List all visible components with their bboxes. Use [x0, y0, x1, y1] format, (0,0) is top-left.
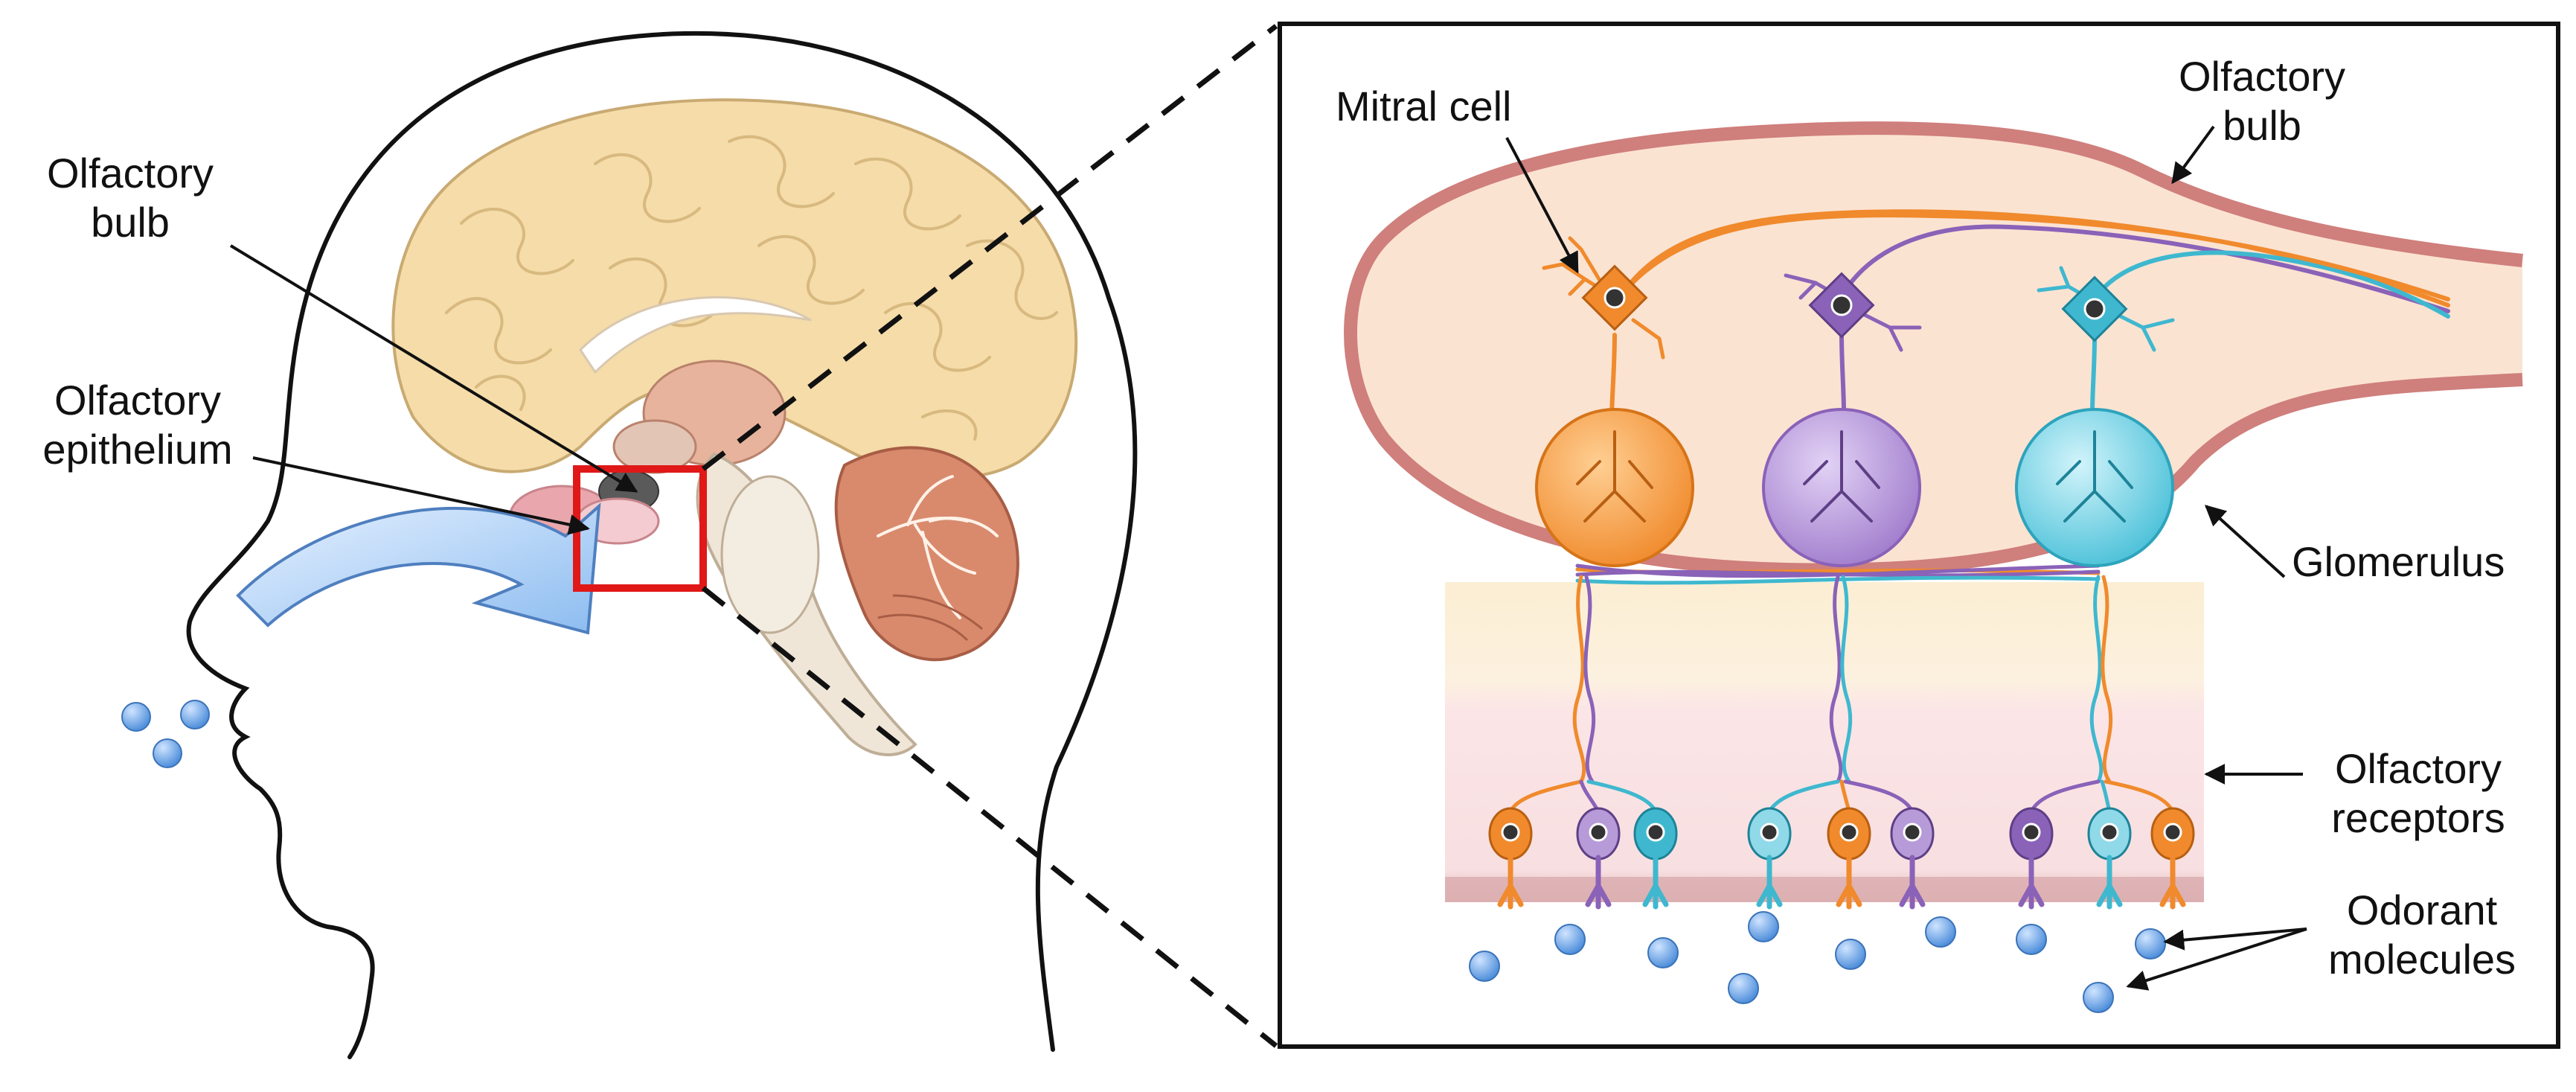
odorant-molecule — [1728, 973, 1759, 1004]
receptor-neuron — [2087, 807, 2132, 910]
olfactory-bulb-right-leader — [2171, 125, 2215, 185]
label-line: bulb — [2223, 102, 2301, 149]
label-line: receptors — [2331, 794, 2505, 841]
glomeruli — [1535, 408, 2174, 567]
mitral-cell-purple — [1808, 272, 1875, 339]
odorant-molecule — [1554, 924, 1586, 955]
odorant-molecule — [2083, 982, 2114, 1013]
label-line: Olfactory — [54, 377, 222, 424]
basal-layer — [1445, 877, 2204, 902]
receptor-neuron — [1890, 807, 1935, 910]
label-line: bulb — [91, 199, 170, 246]
mitral-cell-leader — [1505, 137, 1579, 274]
odorant-molecules — [1469, 911, 2166, 1013]
label-olfactory-bulb-right: Olfactory bulb — [2165, 52, 2359, 150]
odorant-leader-1 — [2163, 927, 2307, 951]
odorant-molecule — [153, 738, 182, 768]
mitral-cell-orange — [1581, 264, 1648, 331]
label-line: epithelium — [42, 426, 233, 473]
odorant-molecule — [2016, 924, 2047, 955]
cerebellum-folds — [877, 594, 983, 642]
label-olfactory-epithelium: Olfactory epithelium — [22, 376, 253, 474]
label-line: Olfactory — [2334, 745, 2502, 792]
label-glomerulus: Glomerulus — [2292, 538, 2505, 585]
odorant-molecule — [1748, 911, 1779, 942]
receptor-neuron — [2150, 807, 2195, 910]
mitral-cell-teal — [2061, 275, 2128, 342]
odorant-molecule — [1647, 937, 1679, 968]
olfactory-epithelium-leader — [252, 456, 590, 535]
odorant-molecule — [1469, 951, 1500, 982]
head-illustration — [121, 31, 1138, 1059]
mitral-cells — [1581, 264, 2128, 342]
receptor-neuron — [2009, 807, 2054, 910]
pons — [720, 475, 820, 634]
receptor-neuron — [1488, 807, 1533, 910]
zoom-line-top — [701, 24, 1278, 471]
cerebrum — [391, 98, 1078, 479]
hypothalamus — [612, 419, 697, 474]
axon-bundle — [1508, 563, 2175, 814]
label-olfactory-receptors: Olfactory receptors — [2307, 744, 2530, 843]
label-mitral-cell: Mitral cell — [1336, 83, 1512, 130]
airflow-arrow — [236, 502, 601, 635]
olfactory-bulb-leader — [229, 244, 638, 493]
odorant-molecule — [1925, 916, 1956, 948]
olfactory-receptor-neurons — [1488, 807, 2195, 910]
label-olfactory-bulb-left: Olfactory bulb — [37, 149, 223, 247]
mitral-cell-projections — [1609, 209, 2450, 486]
epithelium-layers — [1445, 582, 2204, 902]
label-line: Olfactory — [46, 150, 214, 197]
label-line: Odorant — [2346, 887, 2498, 933]
brain-gyri — [445, 135, 1058, 441]
receptor-neuron — [1576, 807, 1621, 910]
corpus-callosum — [579, 296, 812, 374]
odorant-molecule — [180, 700, 210, 729]
glomerulus-leader — [2204, 505, 2286, 578]
odorant-molecule — [121, 702, 151, 732]
receptor-neuron — [1827, 807, 1871, 910]
label-line: Olfactory — [2178, 53, 2346, 100]
receptor-neuron — [1633, 807, 1678, 910]
odorant-molecule — [2135, 928, 2166, 960]
zoom-line-bottom — [701, 586, 1278, 1048]
label-odorant-molecules: Odorant molecules — [2314, 886, 2530, 984]
receptor-neuron — [1747, 807, 1792, 910]
label-line: molecules — [2327, 936, 2516, 983]
odorant-molecule — [1835, 939, 1866, 970]
head-outline — [186, 31, 1138, 1059]
odorant-leader-2 — [2126, 927, 2307, 991]
